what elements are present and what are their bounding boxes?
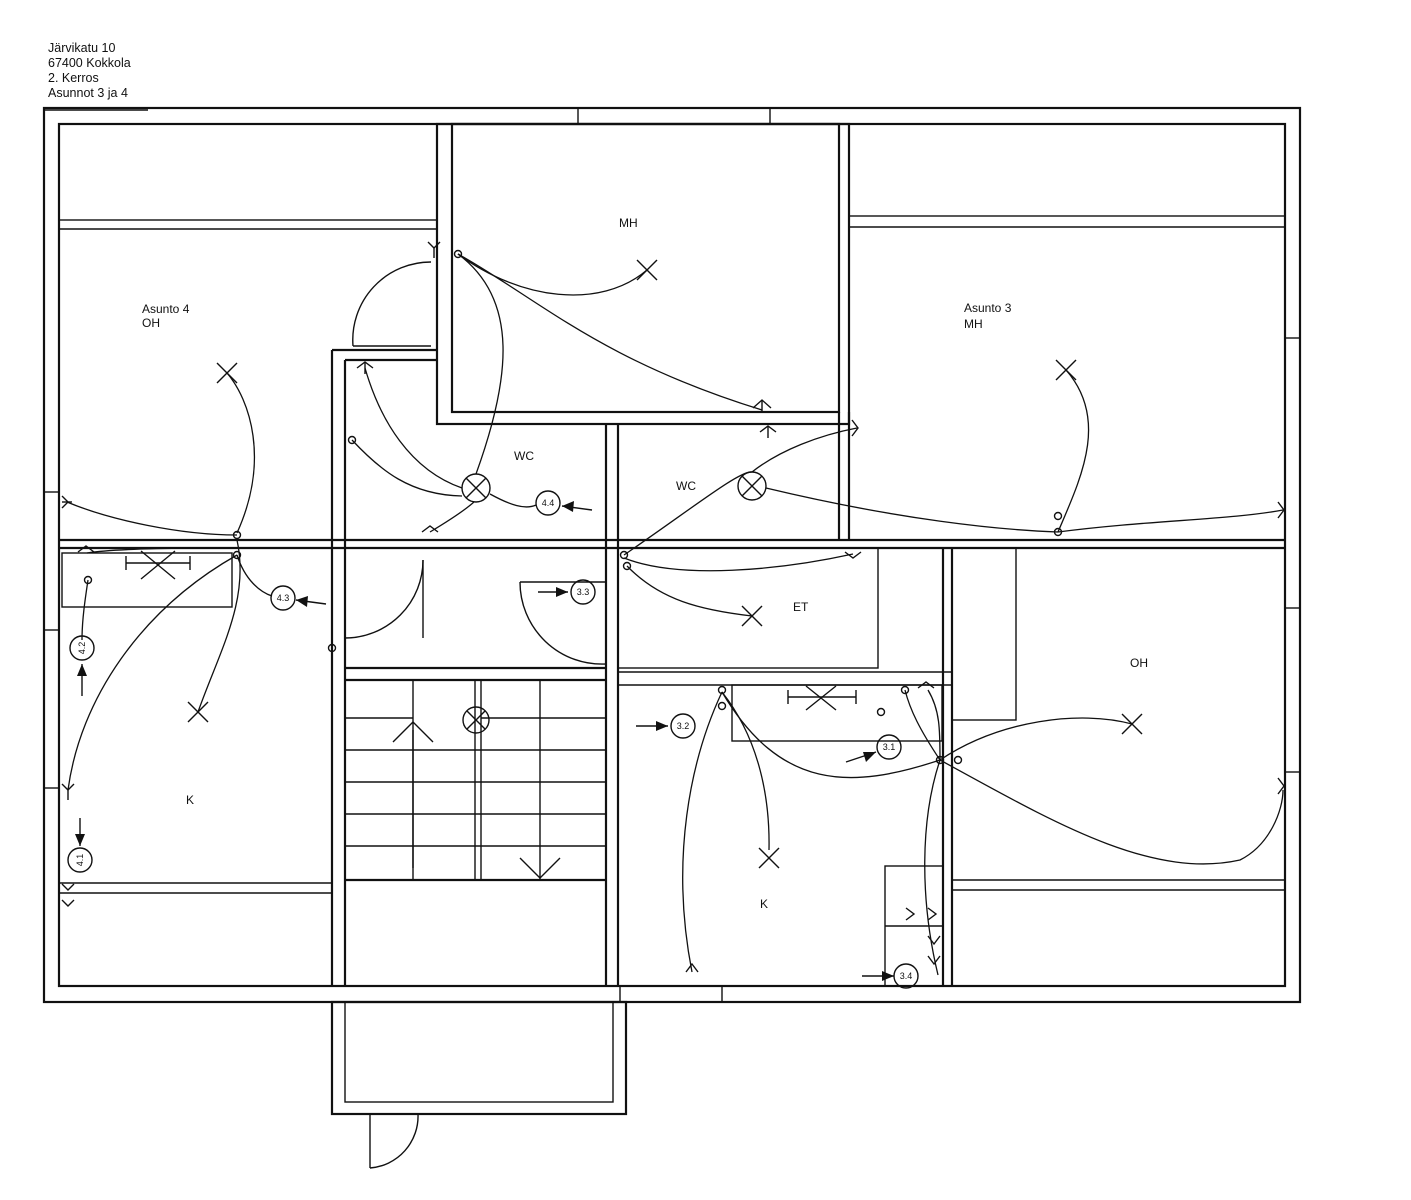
circuit-marker-4-1: 4.1 — [67, 847, 93, 873]
circuit-label: 4.4 — [542, 498, 555, 508]
circuit-marker-3-3: 3.3 — [570, 579, 596, 605]
label-a4-oh: OH — [142, 316, 160, 330]
label-k-right: K — [760, 897, 768, 911]
circuit-label: 4.1 — [75, 854, 85, 867]
circuit-marker-3-1: 3.1 — [876, 734, 902, 760]
switch-socket-icons — [61, 241, 1285, 973]
address-title-block: Järvikatu 10 67400 Kokkola 2. Kerros Asu… — [48, 41, 131, 101]
label-oh-right: OH — [1130, 656, 1148, 670]
label-et: ET — [793, 600, 809, 614]
label-asunto-3: Asunto 3 — [964, 301, 1012, 315]
address-street: Järvikatu 10 — [48, 41, 116, 55]
circuit-marker-4-4: 4.4 — [535, 490, 561, 516]
circuit-label: 3.3 — [577, 587, 590, 597]
label-asunto-4: Asunto 4 — [142, 302, 190, 316]
ceiling-light-icons — [125, 259, 1143, 869]
label-wc-left: WC — [514, 449, 534, 463]
label-mh: MH — [619, 216, 638, 230]
lamp-circle-icon — [737, 471, 767, 501]
circuit-marker-4-2: 4.2 — [69, 635, 95, 661]
circuit-marker-4-3: 4.3 — [270, 585, 296, 611]
cooker-hood-icon — [787, 685, 857, 711]
lamp-circle-icon — [461, 473, 491, 503]
circuit-marker-3-4: 3.4 — [893, 963, 919, 989]
wiring — [66, 253, 1284, 976]
circuit-label: 4.2 — [77, 642, 87, 655]
staircase — [345, 680, 606, 882]
circuit-marker-3-2: 3.2 — [670, 713, 696, 739]
entrance-box — [617, 547, 1017, 987]
interior-walls — [59, 122, 1285, 986]
lower-stair-vestibule — [330, 1000, 628, 1169]
label-a3-mh: MH — [964, 317, 983, 331]
address-postal: 67400 Kokkola — [48, 56, 131, 70]
circuit-label: 3.1 — [883, 742, 896, 752]
cooker-hood-icon — [125, 550, 191, 580]
circuit-label: 4.3 — [277, 593, 290, 603]
wardrobes-top — [58, 123, 1286, 230]
doors — [344, 261, 607, 665]
label-k-left: K — [186, 793, 194, 807]
circuit-label: 3.4 — [900, 971, 913, 981]
circuit-arrows — [75, 501, 894, 981]
light-x-icon — [758, 847, 780, 869]
lamp-circle-icon — [462, 706, 490, 734]
circuit-markers: 4.4 4.3 4.2 4.1 3.3 3.2 3.1 3.4 — [67, 490, 919, 989]
floor-label: 2. Kerros — [48, 71, 99, 85]
label-wc-right: WC — [676, 479, 696, 493]
circuit-label: 3.2 — [677, 721, 690, 731]
apartments-label: Asunnot 3 ja 4 — [48, 86, 128, 100]
